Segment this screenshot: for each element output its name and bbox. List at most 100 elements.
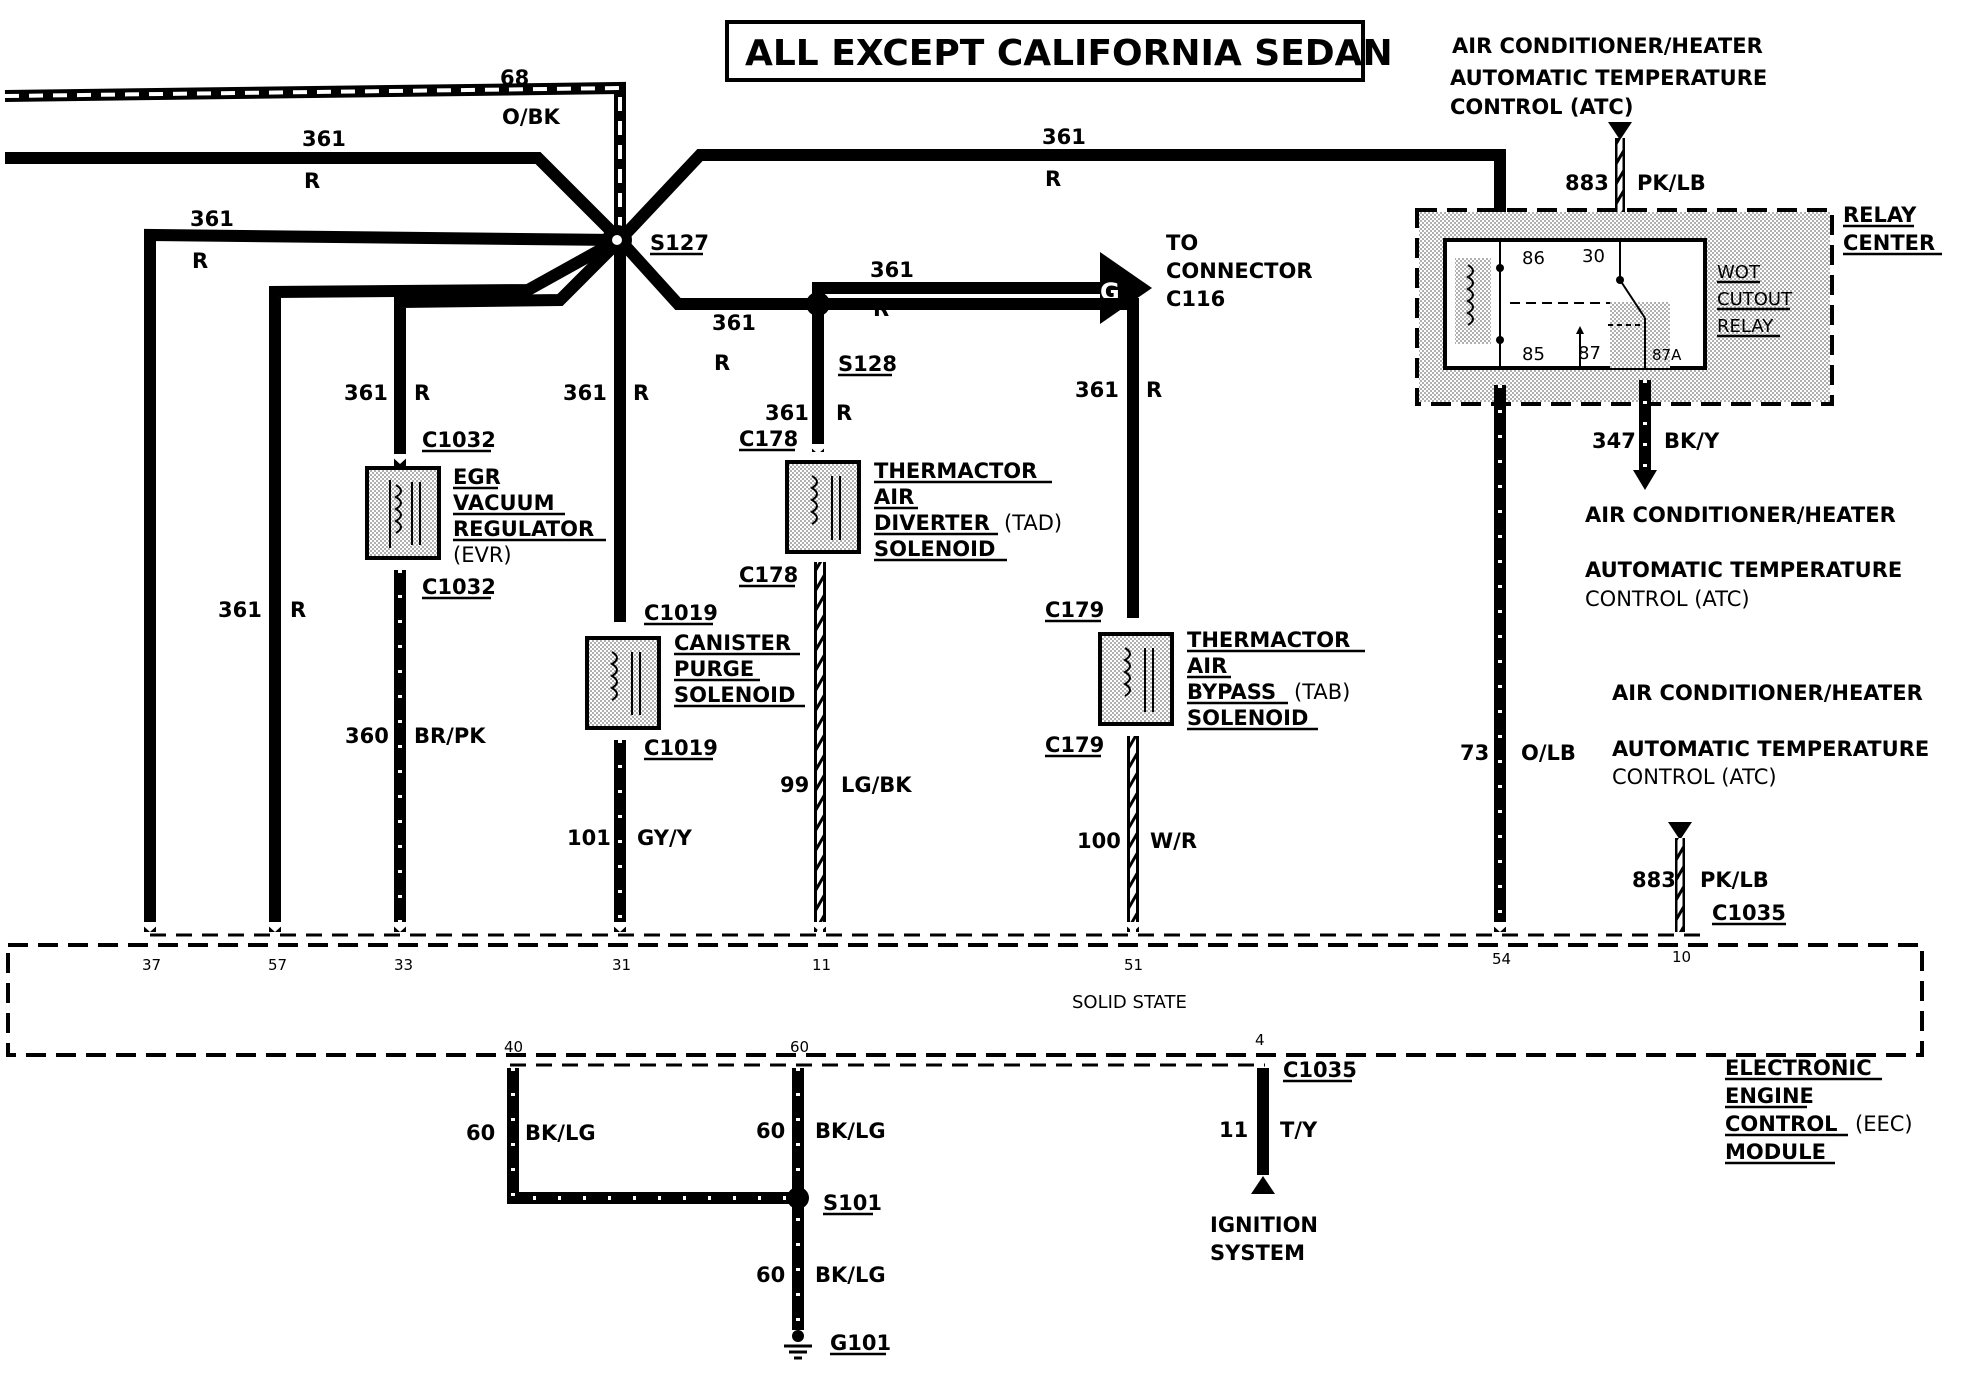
pin-33: 33 bbox=[394, 956, 413, 974]
splice-s101-label: S101 bbox=[823, 1191, 882, 1215]
wire-68-number: 68 bbox=[500, 66, 529, 90]
wire-361-number: 361 bbox=[563, 381, 607, 405]
to-connector-line1: TO bbox=[1166, 231, 1198, 255]
wire-883b-color: PK/LB bbox=[1700, 868, 1769, 892]
wire-361-number: 361 bbox=[190, 207, 234, 231]
atc-low-line2: AUTOMATIC TEMPERATURE bbox=[1612, 737, 1929, 761]
atc-low-line1: AIR CONDITIONER/HEATER bbox=[1612, 681, 1923, 705]
wire-361-number: 361 bbox=[712, 311, 756, 335]
wire-883-top: 883 PK/LB bbox=[1565, 138, 1706, 220]
relay-name-2: CUTOUT bbox=[1717, 289, 1793, 310]
atc-low-line3: CONTROL (ATC) bbox=[1612, 765, 1777, 789]
wire-347: 347 BK/Y bbox=[1592, 380, 1720, 490]
tab-label-4: SOLENOID bbox=[1187, 706, 1308, 730]
pin-60: 60 bbox=[790, 1038, 809, 1056]
wire-360-color: BR/PK bbox=[414, 724, 486, 748]
wire-361-canister: 361 R bbox=[563, 240, 649, 622]
to-connector-line2: CONNECTOR bbox=[1166, 259, 1313, 283]
wire-99-number: 99 bbox=[780, 773, 809, 797]
thermactor-air-diverter-solenoid: C178 THERMACTOR AIR DIVERTER (TAD) SOLEN… bbox=[739, 427, 1062, 588]
wire-73: 73 O/LB bbox=[1460, 385, 1576, 932]
wire-361-to-s128: 361 R bbox=[615, 235, 820, 375]
thermactor-air-bypass-solenoid: C179 THERMACTOR AIR BYPASS (TAB) SOLENOI… bbox=[1045, 598, 1365, 758]
relay-pin-87: 87 bbox=[1578, 343, 1601, 364]
relay-center-label-2: CENTER bbox=[1843, 231, 1935, 255]
wire-60c-color: BK/LG bbox=[815, 1263, 886, 1287]
wire-347-number: 347 bbox=[1592, 429, 1636, 453]
wire-361-color: R bbox=[1146, 378, 1162, 402]
egr-label-3: REGULATOR bbox=[453, 517, 594, 541]
wire-68: 68 O/BK bbox=[4, 66, 626, 228]
wire-60a-color: BK/LG bbox=[525, 1121, 596, 1145]
pin-arrows bbox=[139, 922, 1511, 932]
pin-54: 54 bbox=[1492, 950, 1511, 968]
wire-361-number: 361 bbox=[1042, 125, 1086, 149]
canister-label-2: PURGE bbox=[674, 657, 754, 681]
wire-883-number: 883 bbox=[1565, 171, 1609, 195]
tad-label-3: DIVERTER bbox=[874, 511, 990, 535]
splice-s128: S128 bbox=[806, 292, 897, 377]
relay-pin-30: 30 bbox=[1582, 246, 1605, 267]
wire-60b-number: 60 bbox=[756, 1119, 785, 1143]
c1035-upper: C1035 bbox=[1712, 901, 1786, 925]
egr-connector-top: C1032 bbox=[422, 428, 496, 452]
atc-low-label: AIR CONDITIONER/HEATER AUTOMATIC TEMPERA… bbox=[1612, 681, 1929, 789]
wire-73-color: O/LB bbox=[1521, 741, 1576, 765]
wire-361-egr: 361 R bbox=[344, 235, 625, 452]
wire-361-to-relay: 361 R bbox=[615, 125, 1506, 245]
canister-label-3: SOLENOID bbox=[674, 683, 795, 707]
wire-11-number: 11 bbox=[1219, 1118, 1248, 1142]
canister-connector-top: C1019 bbox=[644, 601, 718, 625]
wire-361-color: R bbox=[836, 401, 852, 425]
wire-361-to-c116: G 361 R TO CONNECTOR C116 bbox=[812, 231, 1313, 324]
atc-top-label: AIR CONDITIONER/HEATER AUTOMATIC TEMPERA… bbox=[1450, 34, 1767, 140]
tab-label-1: THERMACTOR bbox=[1187, 628, 1350, 652]
canister-connector-bottom: C1019 bbox=[644, 736, 718, 760]
ignition-label-2: SYSTEM bbox=[1210, 1241, 1305, 1265]
eec-name-2: ENGINE bbox=[1725, 1084, 1814, 1108]
atc-mid-line1: AIR CONDITIONER/HEATER bbox=[1585, 503, 1896, 527]
eec-name-3: CONTROL bbox=[1725, 1112, 1838, 1136]
wire-361-number: 361 bbox=[1075, 378, 1119, 402]
eec-module: SOLID STATE 37 57 33 31 11 51 54 10 40 6… bbox=[6, 943, 1924, 1165]
wire-361-tab: 361 R bbox=[820, 298, 1162, 622]
pin-40: 40 bbox=[504, 1038, 523, 1056]
eec-name-1: ELECTRONIC bbox=[1725, 1056, 1872, 1080]
wire-101-color: GY/Y bbox=[637, 826, 693, 850]
wire-100: 100 W/R bbox=[1077, 736, 1197, 932]
wire-99-color: LG/BK bbox=[841, 773, 912, 797]
wire-361-number: 361 bbox=[218, 598, 262, 622]
wire-73-number: 73 bbox=[1460, 741, 1489, 765]
wire-11-ignition: C1035 11 T/Y IGNITION SYSTEM bbox=[1210, 1058, 1357, 1265]
wire-60b-color: BK/LG bbox=[815, 1119, 886, 1143]
wire-883-lower: 883 PK/LB C1035 bbox=[1632, 822, 1786, 932]
wire-361-color: R bbox=[304, 169, 320, 193]
tad-label-1: THERMACTOR bbox=[874, 459, 1037, 483]
tad-label-3b: (TAD) bbox=[1004, 511, 1062, 535]
tad-connector-bottom: C178 bbox=[739, 563, 798, 587]
solid-state-label: SOLID STATE bbox=[1072, 992, 1187, 1013]
ignition-label-1: IGNITION bbox=[1210, 1213, 1318, 1237]
relay-pin-87a: 87A bbox=[1652, 346, 1682, 364]
wire-361-color: R bbox=[1045, 167, 1061, 191]
page-title: ALL EXCEPT CALIFORNIA SEDAN bbox=[745, 33, 1393, 74]
relay-pin-85: 85 bbox=[1522, 344, 1545, 365]
splice-s127-label: S127 bbox=[650, 231, 709, 255]
egr-label-2: VACUUM bbox=[453, 491, 555, 515]
c1035-lower: C1035 bbox=[1283, 1058, 1357, 1082]
to-connector-line3: C116 bbox=[1166, 287, 1225, 311]
wire-361-pin37: 361 R bbox=[144, 207, 619, 932]
wire-360: 360 BR/PK bbox=[345, 570, 486, 932]
atc-mid-label: AIR CONDITIONER/HEATER AUTOMATIC TEMPERA… bbox=[1585, 503, 1902, 611]
tad-label-2: AIR bbox=[874, 485, 914, 509]
wire-60-ground: 60 BK/LG 60 BK/LG S101 60 BK/LG G101 bbox=[466, 1068, 891, 1360]
canister-purge-solenoid: C1019 CANISTER PURGE SOLENOID C1019 bbox=[585, 601, 805, 761]
pin-57: 57 bbox=[268, 956, 287, 974]
wire-361-top: 361 R bbox=[5, 127, 625, 245]
relay-center: 86 30 85 87 87A WOT CUTOUT RELAY RELAY C… bbox=[1415, 203, 1942, 406]
wire-100-color: W/R bbox=[1150, 829, 1197, 853]
eec-name-3b: (EEC) bbox=[1855, 1112, 1913, 1136]
wire-60c-number: 60 bbox=[756, 1263, 785, 1287]
